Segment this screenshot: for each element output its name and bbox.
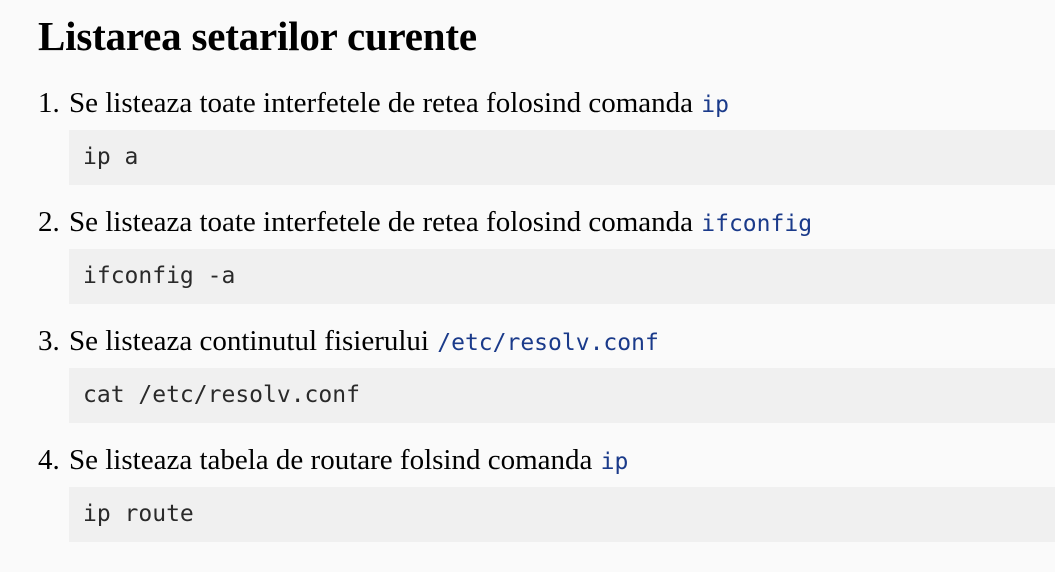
list-item: 2. Se listeaza toate interfetele de retea…	[38, 205, 1055, 304]
list-item: 1. Se listeaza toate interfetele de retea…	[38, 86, 1055, 185]
code-block[interactable]: ifconfig -a	[69, 249, 1055, 304]
step-text: 1. Se listeaza toate interfetele de retea…	[38, 86, 1055, 120]
step-number: 1.	[38, 87, 60, 119]
page-title: Listarea setarilor curente	[38, 13, 477, 59]
step-description: Se listeaza toate interfetele de retea f…	[69, 206, 701, 238]
step-description: Se listeaza continutul fisierului	[69, 325, 437, 357]
inline-command: ifconfig	[701, 211, 813, 237]
step-number: 4.	[38, 444, 60, 476]
steps-list: 1. Se listeaza toate interfetele de retea…	[38, 86, 1055, 542]
inline-command: ip	[701, 92, 729, 118]
step-text: 4. Se listeaza tabela de routare folsind …	[38, 443, 1055, 477]
code-block[interactable]: ip a	[69, 130, 1055, 185]
inline-file-path: /etc/resolv.conf	[437, 330, 659, 356]
list-item: 3. Se listeaza continutul fisierului /etc…	[38, 324, 1055, 423]
code-block[interactable]: ip route	[69, 487, 1055, 542]
step-text: 3. Se listeaza continutul fisierului /etc…	[38, 324, 1055, 358]
list-item: 4. Se listeaza tabela de routare folsind …	[38, 443, 1055, 542]
step-number: 3.	[38, 325, 60, 357]
inline-command: ip	[600, 449, 629, 475]
step-text: 2. Se listeaza toate interfetele de retea…	[38, 205, 1055, 239]
step-number: 2.	[38, 206, 60, 238]
step-description: Se listeaza tabela de routare folsind co…	[69, 444, 600, 476]
step-description: Se listeaza toate interfetele de retea f…	[69, 87, 701, 119]
code-block[interactable]: cat /etc/resolv.conf	[69, 368, 1055, 423]
